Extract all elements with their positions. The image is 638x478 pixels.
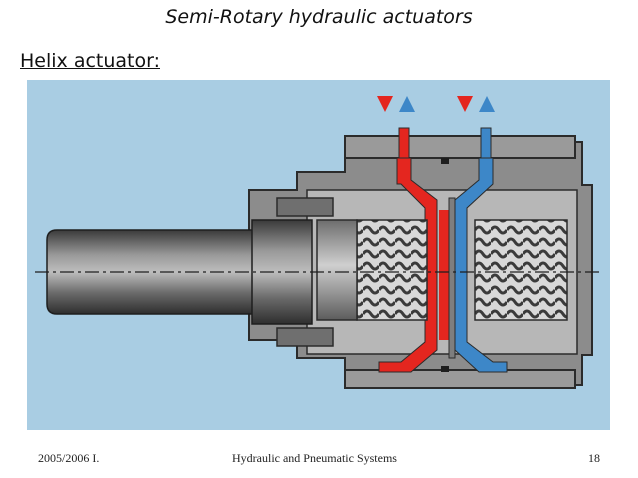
footer-course-title: Hydraulic and Pneumatic Systems xyxy=(232,451,397,465)
left-helix-gear xyxy=(356,219,428,321)
helix-actuator-diagram xyxy=(27,80,610,430)
port-right xyxy=(480,127,492,159)
pressure-inlet-arrow-1 xyxy=(377,96,393,112)
slide-title: Semi-Rotary hydraulic actuators xyxy=(165,6,473,28)
pressure-inlet-arrow-2 xyxy=(457,96,473,112)
piston-body xyxy=(316,219,358,321)
return-outlet-arrow-2 xyxy=(479,96,495,112)
seal-bottom xyxy=(441,366,449,372)
bearing-block-bottom xyxy=(276,327,334,347)
top-port-block xyxy=(344,135,576,159)
footer-date: 2005/2006 I. xyxy=(38,451,100,465)
return-outlet-arrow-1 xyxy=(399,96,415,112)
right-helix-gear xyxy=(474,219,568,321)
bearing-block-top xyxy=(276,197,334,217)
piston-web xyxy=(448,197,456,359)
output-shaft xyxy=(46,229,268,315)
pressure-chamber-fill xyxy=(439,210,449,340)
slide-subtitle: Helix actuator: xyxy=(20,50,160,72)
seal-top xyxy=(441,158,449,164)
port-left xyxy=(398,127,410,159)
footer-page-number: 18 xyxy=(588,451,600,465)
bottom-port-block xyxy=(344,369,576,389)
